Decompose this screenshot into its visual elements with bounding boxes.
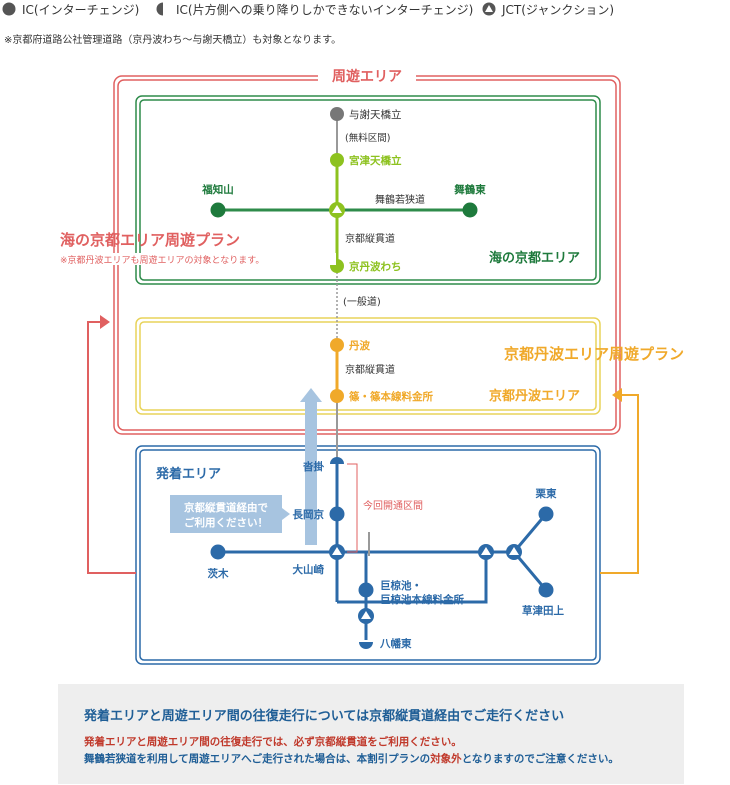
- tanba-area-title: 京都丹波エリア: [489, 388, 580, 404]
- tanba-area-frame-inner: [139, 321, 597, 411]
- umi-area-title: 海の京都エリア: [489, 250, 580, 266]
- node-fukuchiyama[interactable]: [210, 202, 226, 218]
- label-ibaraki: 茨木: [208, 567, 229, 580]
- route-kusatsu: [512, 551, 548, 591]
- node-kurisu[interactable]: [538, 506, 554, 522]
- legend-half-ic: IC(片方側への乗り降りしかできないインターチェンジ): [156, 0, 473, 18]
- half-ic-icon: [156, 2, 170, 16]
- bubble-line2: ご利用ください！: [184, 516, 268, 529]
- label-kutsukake: 沓掛: [302, 460, 324, 473]
- notice-line2b: 対象外: [430, 753, 462, 765]
- label-sasayama: 篠・篠本線料金所: [349, 390, 433, 403]
- legend-half-ic-label: IC(片方側への乗り降りしかできないインターチェンジ): [176, 2, 474, 17]
- label-kyotanbawachi: 京丹波わち: [349, 260, 402, 273]
- hatchaku-area-title: 発着エリア: [155, 466, 221, 482]
- label-fukuchiyama: 福知山: [201, 183, 234, 196]
- route-kurisu: [512, 513, 548, 553]
- label-kurisu: 栗東: [536, 487, 557, 500]
- umi-area-frame: [135, 95, 601, 285]
- label-oyamazaki: 大山崎: [293, 563, 325, 576]
- kaitsu-label: 今回開通区間: [363, 499, 423, 512]
- label-yosano: 与謝天橋立: [349, 108, 402, 121]
- notice-title: 発着エリアと周遊エリア間の往復走行については京都縦貫道経由でご走行ください: [84, 709, 565, 724]
- jct-oyamazaki[interactable]: [329, 544, 345, 560]
- hatchaku-area-frame-inner: [139, 449, 597, 661]
- legend-full-ic-label: IC(インターチェンジ): [22, 2, 140, 17]
- via-jukan-bubble: [170, 495, 282, 533]
- notice-line2a: 舞鶴若狭道を利用して周遊エリアへご走行された場合は、本割引プランの: [84, 753, 431, 765]
- notice-line2: 舞鶴若狭道を利用して周遊エリアへご走行された場合は、本割引プランの対象外となりま…: [84, 751, 619, 766]
- jct-icon: [482, 2, 496, 16]
- jct-kumiyama-lower[interactable]: [358, 608, 374, 624]
- orange-arrow-head: [612, 388, 622, 402]
- node-maizuruhigashi[interactable]: [462, 202, 478, 218]
- shuyu-title-bg: [318, 66, 416, 86]
- label-jukan1: 京都縦貫道: [345, 232, 395, 245]
- label-miyazu: 宮津天橋立: [349, 154, 402, 167]
- jct-seta[interactable]: [506, 544, 522, 560]
- node-yawatahigashi[interactable]: [359, 642, 373, 649]
- umi-plan-title: 海の京都エリア周遊プラン: [60, 231, 240, 249]
- umi-plan-note: ※京都丹波エリアも周遊エリアの対象となります。: [60, 254, 264, 266]
- via-jukan-arrow-shaft: [305, 400, 317, 545]
- node-nagaokakyo[interactable]: [329, 506, 345, 522]
- legend-jct: JCT(ジャンクション): [482, 0, 614, 18]
- label-nagaokakyo: 長岡京: [293, 508, 325, 521]
- node-miyazu[interactable]: [330, 153, 344, 167]
- tanba-area-frame: [135, 317, 601, 415]
- red-return-arrow: [87, 321, 136, 574]
- label-muryo: (無料区間): [345, 132, 390, 144]
- legend-full-ic: IC(インターチェンジ): [2, 0, 139, 18]
- node-kutsukake[interactable]: [330, 457, 344, 464]
- legend: IC(インターチェンジ) IC(片方側への乗り降りしかできないインターチェンジ)…: [0, 0, 730, 20]
- route-lower-loop: [337, 552, 488, 604]
- label-ogura1: 巨椋池・: [380, 579, 422, 592]
- tanba-plan-title: 京都丹波エリア周遊プラン: [504, 345, 684, 363]
- label-maizuruhigashi: 舞鶴東: [453, 183, 486, 196]
- orange-return-arrow: [600, 394, 639, 574]
- node-ogura[interactable]: [358, 582, 374, 598]
- label-kusatsutagami: 草津田上: [522, 604, 564, 617]
- label-maizuru-road: 舞鶴若狭道: [375, 193, 425, 206]
- label-ippan: (一般道): [343, 295, 381, 308]
- label-yawatahigashi: 八幡東: [379, 637, 412, 650]
- note-top: ※京都府道路公社管理道路（京丹波わち〜与謝天橋立）も対象となります。: [4, 35, 342, 46]
- red-arrow-head: [100, 315, 110, 329]
- node-tanba[interactable]: [330, 338, 344, 352]
- via-jukan-arrow-head: [300, 388, 322, 402]
- jct-ayabe[interactable]: [329, 202, 345, 218]
- umi-plan-note-bg: [58, 253, 336, 265]
- full-ic-icon: [2, 2, 16, 16]
- node-ibaraki[interactable]: [210, 544, 226, 560]
- notice-box: 発着エリアと周遊エリア間の往復走行については京都縦貫道経由でご走行ください 発着…: [58, 684, 684, 784]
- label-tanba: 丹波: [349, 339, 370, 352]
- legend-jct-label: JCT(ジャンクション): [502, 2, 615, 17]
- label-ogura2: 巨椋池本線料金所: [380, 593, 464, 606]
- jct-kumiyama[interactable]: [478, 544, 494, 560]
- node-sasayama[interactable]: [330, 389, 344, 403]
- notice-line1: 発着エリアと周遊エリア間の往復走行では、必ず京都縦貫道をご利用ください。: [84, 736, 462, 748]
- hatchaku-area-frame: [135, 445, 601, 665]
- umi-area-frame-inner: [139, 99, 597, 281]
- via-jukan-bubble-tail: [282, 508, 290, 520]
- notice-line2c: となりますのでご注意ください。: [461, 753, 619, 765]
- bubble-line1: 京都縦貫道経由で: [184, 501, 268, 514]
- node-kusatsutagami[interactable]: [538, 582, 554, 598]
- route-map: 周遊エリア 今回開通区間 与謝天橋立 (無料区間) 宮津天橋立 福知山 舞鶴東 …: [58, 66, 684, 665]
- node-yosano[interactable]: [330, 107, 344, 121]
- label-jukan2: 京都縦貫道: [345, 363, 395, 376]
- shuyu-area-title: 周遊エリア: [332, 68, 402, 85]
- kaitsu-bracket: [347, 463, 358, 553]
